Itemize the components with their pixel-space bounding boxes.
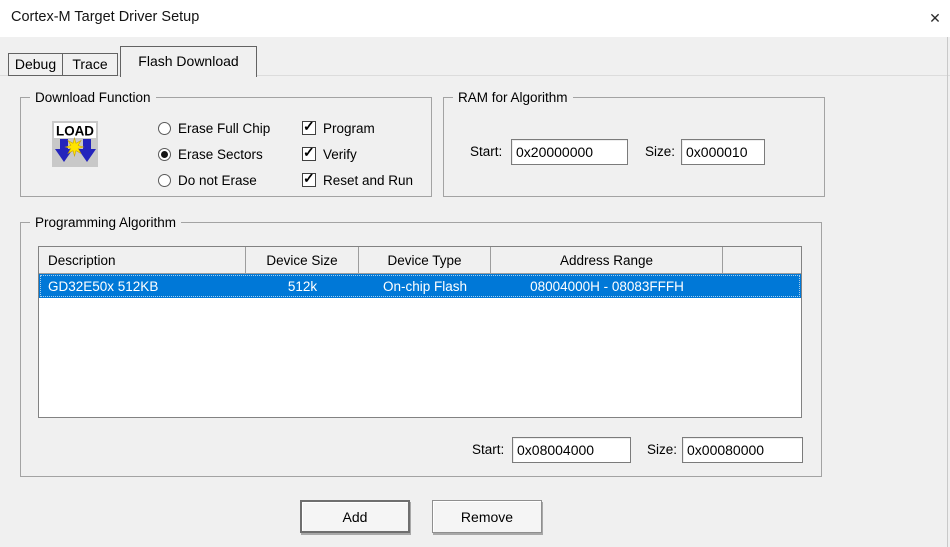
radio-do-not-erase[interactable]: Do not Erase: [158, 172, 257, 188]
algo-size-input[interactable]: [682, 437, 803, 463]
radio-circle[interactable]: [158, 173, 171, 187]
radio-label: Erase Sectors: [178, 146, 263, 162]
algo-size-label: Size:: [647, 442, 678, 457]
load-icon: LOAD: [52, 121, 98, 167]
window-right-edge: [947, 37, 948, 547]
column-header-device-size[interactable]: Device Size: [246, 247, 359, 273]
ram-start-label: Start:: [470, 144, 503, 159]
algo-start-input[interactable]: [512, 437, 631, 463]
checkbox-box[interactable]: ✓: [302, 118, 316, 135]
checkbox-box[interactable]: ✓: [302, 144, 316, 161]
cell-device-type: On-chip Flash: [382, 278, 468, 294]
check-icon: ✓: [303, 170, 315, 186]
cell-description: GD32E50x 512KB: [48, 278, 159, 294]
close-icon[interactable]: ✕: [929, 10, 941, 26]
algo-start-label: Start:: [472, 442, 505, 457]
checkbox-label: Program: [323, 120, 375, 136]
checkbox-box[interactable]: ✓: [302, 170, 316, 187]
check-icon: ✓: [303, 144, 315, 160]
checkbox-verify[interactable]: ✓ Verify: [302, 144, 357, 162]
column-header-device-type[interactable]: Device Type: [359, 247, 491, 273]
checkbox-label: Verify: [323, 146, 357, 162]
checkbox-label: Reset and Run: [323, 172, 414, 188]
cell-address-range: 08004000H - 08083FFFH: [530, 278, 684, 294]
checkbox-program[interactable]: ✓ Program: [302, 118, 375, 136]
radio-erase-sectors[interactable]: Erase Sectors: [158, 146, 263, 162]
tab-debug[interactable]: Debug: [8, 53, 63, 76]
check-icon: ✓: [303, 118, 315, 134]
programming-algorithm-legend: Programming Algorithm: [30, 214, 182, 231]
ram-start-input[interactable]: [511, 139, 628, 165]
radio-circle[interactable]: [158, 121, 171, 135]
column-header-spacer: [723, 247, 801, 273]
radio-label: Erase Full Chip: [178, 120, 271, 136]
tab-flash-download[interactable]: Flash Download: [120, 46, 257, 77]
algorithm-table-header: Description Device Size Device Type Addr…: [39, 247, 801, 274]
load-icon-text: LOAD: [56, 123, 94, 139]
ram-size-label: Size:: [645, 144, 676, 159]
column-header-address-range[interactable]: Address Range: [491, 247, 723, 273]
programming-algorithm-group: Programming Algorithm: [20, 214, 822, 477]
algorithm-table: Description Device Size Device Type Addr…: [38, 246, 802, 418]
tab-pane-top-edge: [0, 75, 950, 76]
table-row[interactable]: GD32E50x 512KB 512k On-chip Flash 080040…: [39, 274, 801, 298]
radio-erase-full-chip[interactable]: Erase Full Chip: [158, 120, 270, 136]
radio-label: Do not Erase: [178, 172, 257, 188]
add-button[interactable]: Add: [300, 500, 410, 533]
download-function-group: Download Function: [20, 89, 432, 197]
remove-button[interactable]: Remove: [432, 500, 542, 533]
cell-device-size: 512k: [287, 278, 318, 294]
download-function-legend: Download Function: [30, 89, 156, 106]
window-title: Cortex-M Target Driver Setup: [11, 9, 200, 25]
checkbox-reset-and-run[interactable]: ✓ Reset and Run: [302, 170, 414, 188]
tab-trace[interactable]: Trace: [62, 53, 118, 76]
title-bar: Cortex-M Target Driver Setup ✕: [0, 0, 950, 37]
ram-for-algorithm-legend: RAM for Algorithm: [453, 89, 573, 106]
ram-size-input[interactable]: [681, 139, 765, 165]
column-header-description[interactable]: Description: [39, 247, 246, 273]
radio-circle[interactable]: [158, 147, 171, 161]
ram-for-algorithm-group: RAM for Algorithm: [443, 89, 825, 197]
